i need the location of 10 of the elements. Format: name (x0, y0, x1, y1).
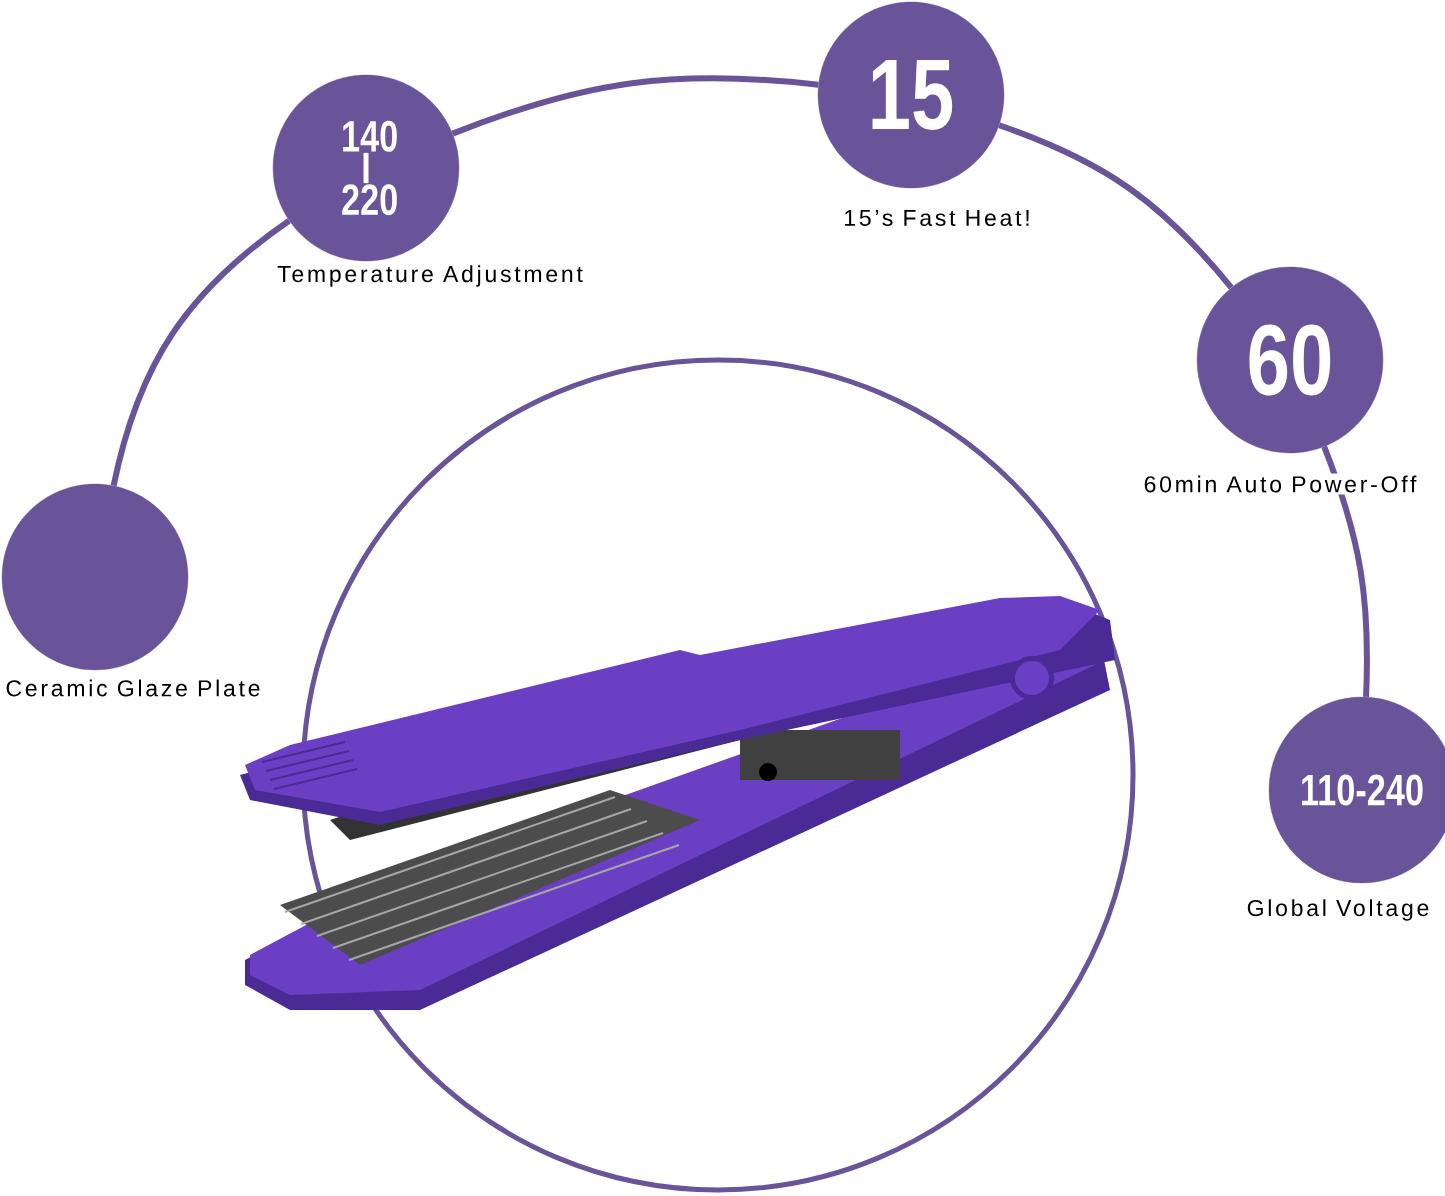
feature-label: Ceramic Glaze Plate (3, 677, 263, 699)
feature-label: 60min Auto Power-Off (1141, 473, 1419, 495)
arc-line (110, 218, 291, 487)
feature-label: Temperature Adjustment (275, 263, 585, 289)
feature-label: Global Voltage (1244, 897, 1432, 923)
arc-line (1321, 445, 1370, 697)
feature-label: 15’s Fast Heat! (841, 207, 1033, 228)
circle-badge (1, 483, 189, 671)
arc-line (998, 122, 1234, 290)
arc-line (451, 75, 819, 137)
